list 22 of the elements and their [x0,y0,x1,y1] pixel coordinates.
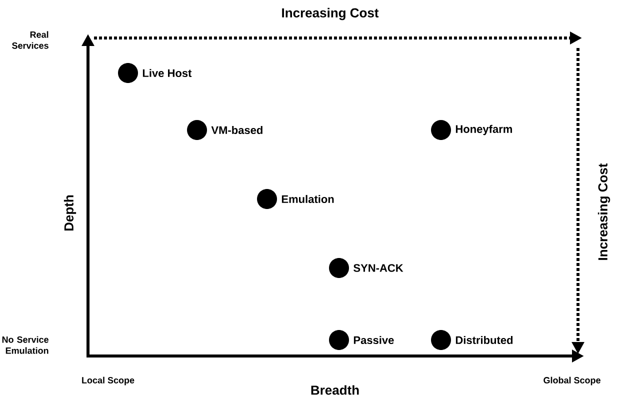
point-label: SYN-ACK [354,264,404,272]
axis-title: Breadth [311,385,359,395]
data-point [329,330,349,350]
data-point [431,330,451,350]
point-label: VM-based [211,126,262,134]
point-label: Distributed [456,336,513,344]
data-point [431,120,451,140]
data-point [118,63,138,83]
axis-title: Increasing Cost [598,163,610,260]
axis-title: Increasing Cost [282,8,379,20]
axis-end-label: Global Scope [544,376,600,386]
axis-end-label: Real Services [12,31,48,49]
point-label: Emulation [282,194,334,204]
point-label: Honeyfarm [456,124,512,136]
data-point [257,189,277,209]
point-label: Live Host [142,68,192,78]
axis-title: Depth [64,195,76,231]
axis-end-label: Local Scope [82,376,134,386]
data-point [329,258,349,278]
axis-end-label: No Service Emulation [2,336,48,354]
point-label: Passive [354,336,394,344]
data-point [187,120,207,140]
